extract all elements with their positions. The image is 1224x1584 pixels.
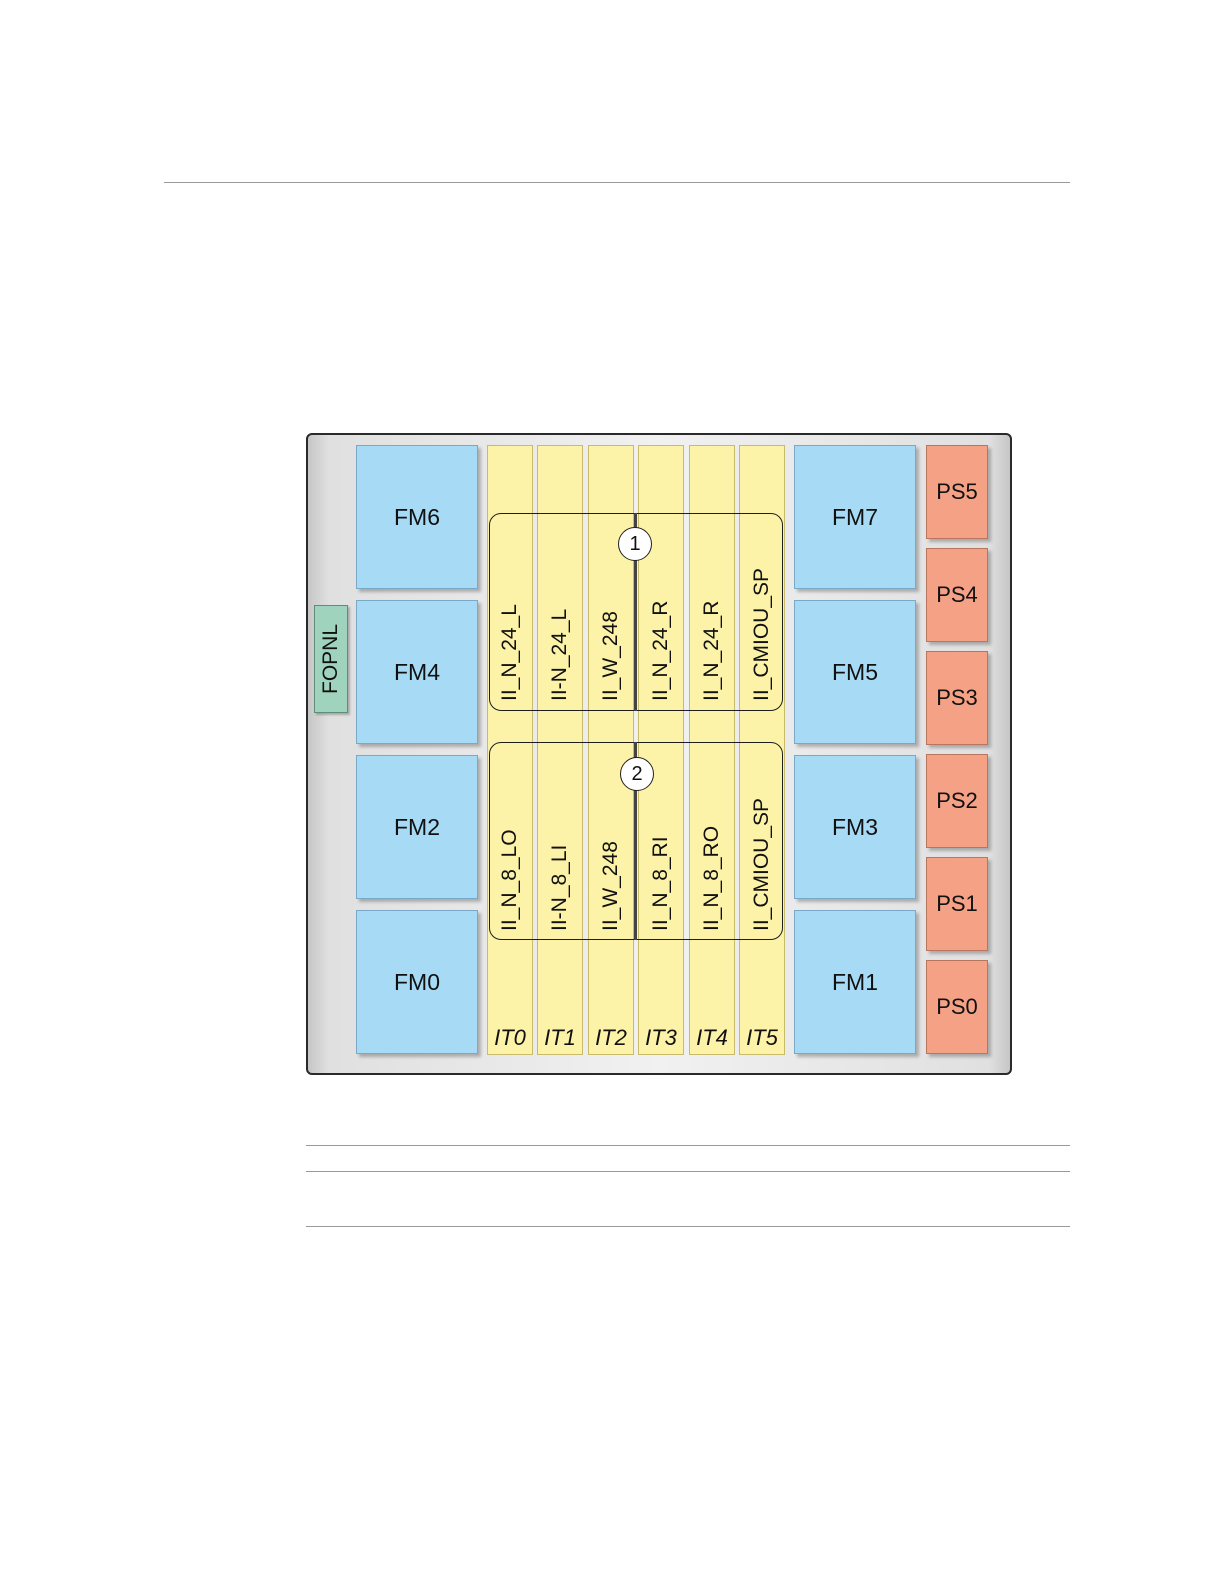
card-label-text: II_CMIOU_SP (750, 798, 774, 931)
fan-module-label: FM7 (832, 504, 878, 531)
slot-label-it4: IT4 (689, 1025, 735, 1051)
power-supply-ps0: PS0 (926, 960, 988, 1054)
fan-module-fm7: FM7 (794, 445, 916, 589)
power-supply-label: PS0 (936, 994, 978, 1020)
card-label-text: II_N_8_RI (649, 836, 673, 931)
card-label-text: II_W_248 (599, 841, 623, 931)
fopnl-module: FOPNL (314, 605, 348, 713)
table-rule-top (306, 1145, 1070, 1146)
power-supply-ps5: PS5 (926, 445, 988, 539)
card-label-ii-n-8-ri: II_N_8_RI (638, 931, 684, 932)
fopnl-label: FOPNL (319, 624, 343, 694)
slot-label-it5: IT5 (739, 1025, 785, 1051)
chassis-diagram: FOPNL FM6 FM4 FM2 FM0 IT0 IT1 IT2 IT3 IT… (306, 433, 1012, 1075)
fan-module-fm4: FM4 (356, 600, 478, 744)
slot-label-it2: IT2 (588, 1025, 634, 1051)
power-supply-label: PS1 (936, 891, 978, 917)
fan-module-fm2: FM2 (356, 755, 478, 899)
fan-module-fm5: FM5 (794, 600, 916, 744)
card-label-ii-n-24-r: II_N_24_R (638, 701, 684, 702)
card-label-ii-cmiou-sp: II_CMIOU_SP (739, 701, 785, 702)
card-label-ii-w-248-2: II_W_248 (588, 931, 634, 932)
card-label-ii-n-24-r-alt: II_N_24_R (689, 701, 735, 702)
card-label-text: II_N_24_L (498, 604, 522, 701)
power-supply-ps2: PS2 (926, 754, 988, 848)
fan-module-label: FM3 (832, 814, 878, 841)
power-supply-label: PS2 (936, 788, 978, 814)
card-label-ii-n-24-l-alt: II-N_24_L (537, 701, 583, 702)
card-label-ii-n-24-l: II_N_24_L (487, 701, 533, 702)
power-supply-label: PS4 (936, 582, 978, 608)
card-label-text: II-N_24_L (548, 609, 572, 701)
slot-label-it1: IT1 (537, 1025, 583, 1051)
power-supply-label: PS5 (936, 479, 978, 505)
fan-module-label: FM6 (394, 504, 440, 531)
card-label-ii-cmiou-sp-2: II_CMIOU_SP (739, 931, 785, 932)
fan-module-fm3: FM3 (794, 755, 916, 899)
table-rule-header (306, 1171, 1070, 1172)
card-label-ii-n-8-ro: II_N_8_RO (689, 931, 735, 932)
card-label-text: II_W_248 (599, 611, 623, 701)
card-label-text: II-N_8_LI (548, 845, 572, 931)
power-supply-ps4: PS4 (926, 548, 988, 642)
card-label-text: II_N_24_R (649, 601, 673, 701)
slot-label-it3: IT3 (638, 1025, 684, 1051)
card-label-text: II_N_8_RO (700, 826, 724, 931)
power-supply-ps1: PS1 (926, 857, 988, 951)
callout-2: 2 (620, 757, 654, 791)
card-label-text: II_N_8_LO (498, 829, 522, 931)
table-rule-bottom (306, 1226, 1070, 1227)
fan-module-label: FM0 (394, 969, 440, 996)
fan-module-fm6: FM6 (356, 445, 478, 589)
fan-module-fm1: FM1 (794, 910, 916, 1054)
fan-module-label: FM5 (832, 659, 878, 686)
fan-module-label: FM1 (832, 969, 878, 996)
card-label-text: II_N_24_R (700, 601, 724, 701)
card-label-ii-n-8-li: II-N_8_LI (537, 931, 583, 932)
callout-1: 1 (618, 527, 652, 561)
card-label-text: II_CMIOU_SP (750, 568, 774, 701)
card-label-ii-w-248: II_W_248 (588, 701, 634, 702)
fan-module-label: FM2 (394, 814, 440, 841)
slot-label-it0: IT0 (487, 1025, 533, 1051)
power-supply-label: PS3 (936, 685, 978, 711)
fan-module-label: FM4 (394, 659, 440, 686)
top-rule (164, 182, 1070, 183)
power-supply-ps3: PS3 (926, 651, 988, 745)
card-label-ii-n-8-lo: II_N_8_LO (487, 931, 533, 932)
fan-module-fm0: FM0 (356, 910, 478, 1054)
